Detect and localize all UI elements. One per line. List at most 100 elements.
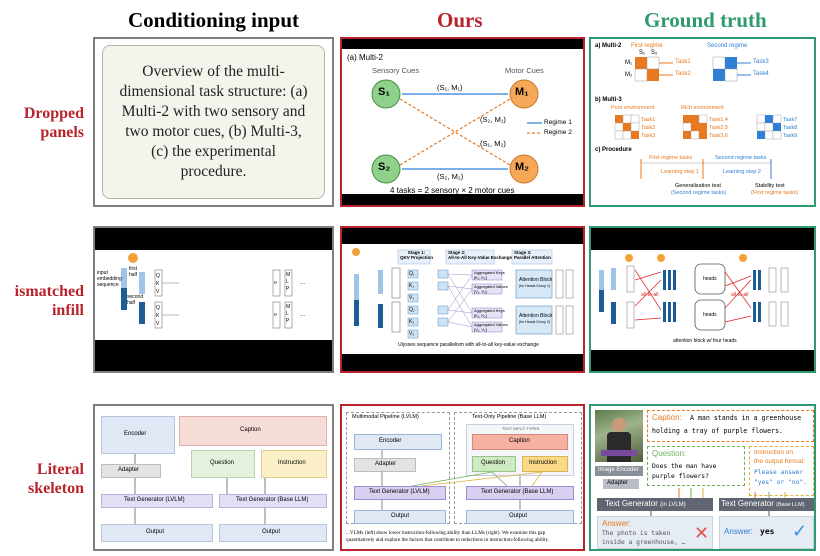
r2-ours-q1: Q₁ [409,271,415,277]
r2-cond-o1: o [274,280,277,286]
r2-ours-v2: V₂ [409,331,415,337]
r1-gt-task1b: Task1 [641,117,656,123]
row-label-mismatched-text: ismatched infill [14,283,84,319]
r2-cond-dots2: ... [300,312,306,318]
r1-ours-e12: (S₁, M₂) [480,139,506,148]
r3-gt-question-text: Does the man have [652,463,717,470]
r3-gt-question-box: Question: Does the man have purple flowe… [647,446,745,486]
r3-ours-caption: Caption [472,434,568,450]
r1-ours-e22: (S₂, M₂) [437,172,464,181]
r3-gt-answer2-label: Answer: [724,527,753,536]
r2-ours-k2: K₂ [409,319,415,325]
r1-gt-m1: M₁ [625,60,633,66]
r3-cond-out1: Output [101,524,213,542]
row-label-literal: Literal skeleton [0,460,84,498]
r3-gt-adapter: Adapter [603,479,639,489]
r1-gt-t25: Task2,5 [709,125,728,131]
r1-gt-second: Second regime [707,43,748,49]
r2-gt-heads2: heads [703,312,717,318]
r1-ours-title: (a) Multi-2 [347,53,384,62]
r1-ours-s1: S₁ [378,86,390,98]
r3-cond-tg2: Text Generator (Base LLM) [219,494,327,508]
r3-ours-footer1: ...VLMs (left) show lower instruction-fo… [346,530,546,536]
r1-gt-task4: Task4 [753,71,769,77]
r1-ours-m2: M₂ [515,161,530,173]
cross-icon: ✕ [694,523,710,543]
r3-gt-instr4: "yes" or "no". [754,479,808,486]
r1-gt-rich: Rich environment [681,105,724,111]
r1-gt-first: First regime [631,43,663,49]
r1-gt-task2b: Task2 [641,125,656,131]
r1-gt-panel: a) Multi-2 First regime Second regime S₁… [589,37,816,207]
r1-gt-a: a) Multi-2 [595,43,622,49]
r1-caption-text: Overview of the multi-dimensional task s… [119,63,308,180]
r1-ours-legend1: Regime 1 [544,119,572,126]
r1-ours-topbar [342,39,583,49]
r1-ours-motor: Motor Cues [505,66,544,75]
r1-gt-task1: Task1 [675,59,691,65]
r3-ours-pipe1-label: Multimodal Pipeline (LVLM) [352,414,419,420]
r1-ours-e21: (S₂, M₁) [480,115,506,124]
r2-ours-aggv1: Aggregated Values[V₁, V₂] [474,284,508,294]
r3-gt-answer2-yes: yes [760,527,775,536]
r1-gt-t36: Task3,6 [709,133,728,139]
r1-gt-stab2: (First regime tasks) [751,190,799,196]
r3-gt-answer1-text2: inside a greenhouse, … [602,539,686,546]
r2-ours-canvas: Stage 1:QKV Projection Stage 2:All-to-Al… [342,244,583,354]
r1-conditioning-panel: Overview of the multi-dimensional task s… [93,37,334,207]
row-label-dropped-text: Dropped panels [23,105,84,141]
r3-ours-panel: Multimodal Pipeline (LVLM) Text-Only Pip… [340,404,585,551]
r1-gt-ls2: Learning step 2 [723,169,761,175]
r3-cond-encoder: Encoder [101,416,175,454]
r3-cond-caption: Caption [179,416,327,446]
r2-gt-a2a2: all-to-all [731,292,749,298]
r3-ours-out2: Output [466,510,574,524]
r1-gt-task7: Task7 [783,117,798,123]
r3-gt-question-text2: purple flowers? [652,473,709,480]
r3-gt-photo [595,410,643,462]
r2-ours-ab1: Attention Block(for Heads Group 1) [519,277,553,288]
r3-gt-caption-text2: holding a tray of purple flowers. [652,427,784,435]
r2-gt-footer: attention block w/ four heads [673,338,737,344]
r3-ours-adapter: Adapter [354,458,416,472]
r3-ours-tg2: Text Generator (Base LLM) [466,486,574,500]
r2-ours-footer: Ulysses sequence parallelism with all-to… [398,342,539,348]
row-label-literal-text: Literal skeleton [28,461,84,497]
column-title-conditioning: Conditioning input [128,8,299,32]
row-label-mismatched: ismatched infill [0,282,84,320]
r3-gt-caption-label: Caption: [652,413,682,422]
r3-gt-answer1: Answer: The photo is taken inside a gree… [597,516,713,549]
r2-gt-heads1: heads [703,276,717,282]
r3-ours-tit: TEXT INPUT TYPES [502,426,540,431]
r1-gt-s1: S₁ [639,50,646,56]
r1-ours-panel: (a) Multi-2 Sensory Cues Motor Cues S₁ S… [340,37,585,207]
r1-ours-footer: 4 tasks = 2 sensory × 2 motor cues [390,186,515,195]
r1-caption-card: Overview of the multi-dimensional task s… [102,45,325,199]
r1-ours-s2: S₂ [378,161,391,173]
column-title-ground-truth: Ground truth [644,8,767,32]
r1-gt-b: b) Multi-3 [595,97,622,103]
r1-ours-sensory: Sensory Cues [372,66,420,75]
r3-gt-caption-box: Caption: A man stands in a greenhouse ho… [647,410,814,442]
r2-ours-panel: Stage 1:QKV Projection Stage 2:All-to-Al… [340,226,585,373]
r3-ours-question: Question [472,456,516,472]
r2-ours-aggv2: Aggregated Values[V₁, V₂] [474,322,508,332]
r3-gt-arrows [650,488,786,516]
r2-ours-agg2: Aggregated Keys[K₁, K₂] [474,308,505,318]
r1-gt-task3b: Task3 [641,133,656,139]
r3-ours-encoder: Encoder [354,434,442,450]
r3-gt-instr-box: Instruction on the output format: Please… [749,446,814,496]
r3-gt-answer2: Answer: yes ✓ [719,516,814,549]
r2-cond-graph [121,253,293,329]
r3-gt-panel: Caption: A man stands in a greenhouse ho… [589,404,816,551]
column-title-ours: Ours [437,8,483,32]
r2-gt-a2a1: all-to-all [641,292,659,298]
r3-gt-tg1: Text Generator (in LVLM) [597,498,713,511]
r1-gt-stab: Stability test [755,183,785,189]
r3-ours-tg1: Text Generator (LVLM) [354,486,446,500]
r3-ours-arrows [381,450,543,510]
